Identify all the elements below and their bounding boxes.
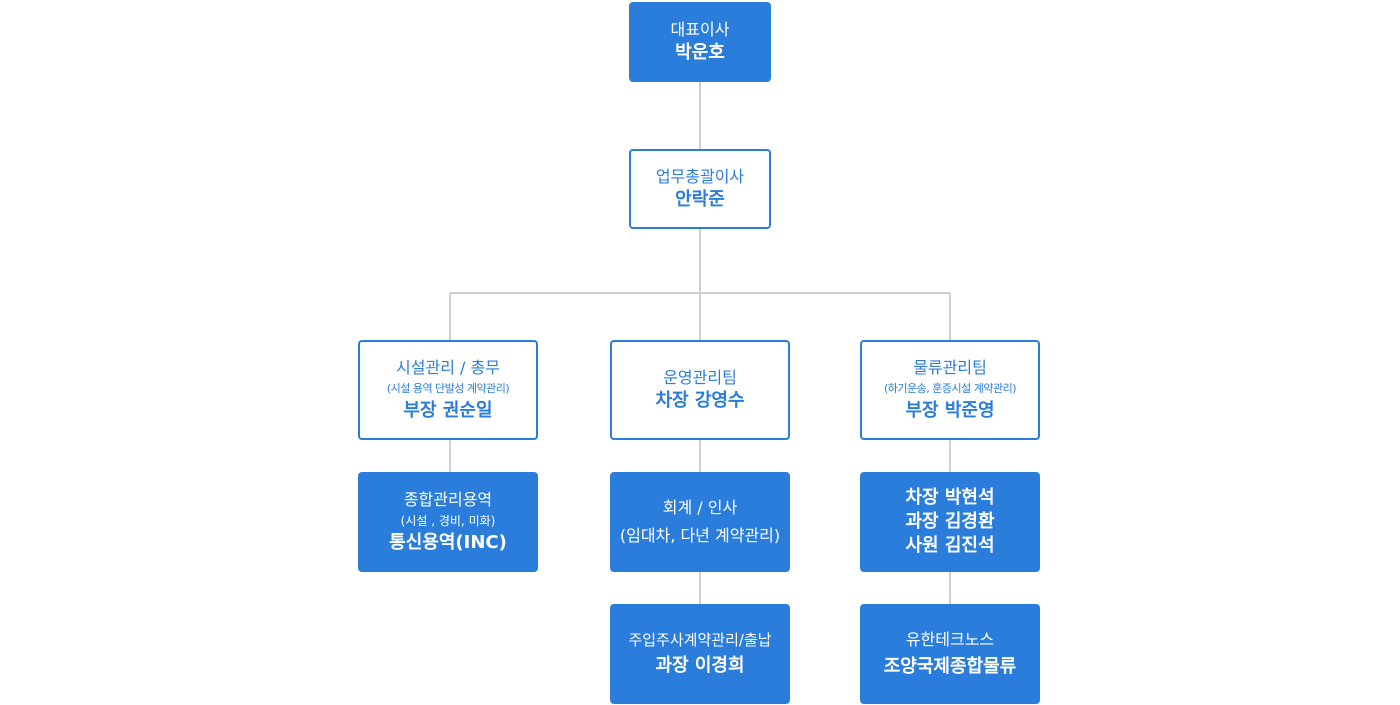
ceo-title: 대표이사	[670, 20, 730, 40]
partners-line2: 조양국제종합물류	[883, 655, 1017, 677]
facility-service-sub: (시설 , 경비, 미화)	[400, 513, 496, 528]
operation-team-node: 운영관리팀 차장 강영수	[610, 340, 790, 440]
partners-node: 유한테크노스 조양국제종합물류	[860, 604, 1040, 704]
parking-contract-line2: 과장 이경희	[655, 654, 745, 676]
facility-team-name: 부장 권순일	[403, 399, 493, 421]
general-director-name: 안락준	[675, 188, 725, 210]
facility-service-node: 종합관리용역 (시설 , 경비, 미화) 통신용역(INC)	[358, 472, 538, 572]
logistics-staff-line3: 사원 김진석	[905, 535, 995, 557]
logistics-team-node: 물류관리팀 (하기운송, 훈증시설 계약관리) 부장 박준영	[860, 340, 1040, 440]
facility-team-node: 시설관리 / 총무 (시설 용역 단발성 계약관리) 부장 권순일	[358, 340, 538, 440]
logistics-team-sub: (하기운송, 훈증시설 계약관리)	[883, 381, 1017, 395]
ceo-name: 박운호	[675, 41, 725, 63]
operation-team-title: 운영관리팀	[663, 368, 737, 388]
facility-team-title: 시설관리 / 총무	[396, 358, 500, 378]
logistics-team-name: 부장 박준영	[905, 399, 995, 421]
parking-contract-node: 주입주사계약관리/출납 과장 이경희	[610, 604, 790, 704]
accounting-node: 회계 / 인사 (임대차, 다년 계약관리)	[610, 472, 790, 572]
partners-line1: 유한테크노스	[905, 630, 995, 650]
accounting-line1: 회계 / 인사	[662, 498, 738, 518]
facility-team-sub: (시설 용역 단발성 계약관리)	[386, 381, 510, 395]
facility-service-line2: 통신용역(INC)	[389, 531, 507, 553]
operation-team-name: 차장 강영수	[655, 389, 745, 411]
general-director-title: 업무총괄이사	[655, 167, 745, 187]
logistics-staff-line2: 과장 김경환	[905, 510, 995, 532]
accounting-line2: (임대차, 다년 계약관리)	[619, 526, 781, 545]
facility-service-line1: 종합관리용역	[403, 489, 493, 509]
parking-contract-line1: 주입주사계약관리/출납	[628, 630, 772, 649]
logistics-team-title: 물류관리팀	[913, 358, 987, 378]
logistics-staff-node: 차장 박현석 과장 김경환 사원 김진석	[860, 472, 1040, 572]
ceo-node: 대표이사 박운호	[629, 2, 771, 82]
logistics-staff-line1: 차장 박현석	[905, 486, 995, 508]
general-director-node: 업무총괄이사 안락준	[629, 149, 771, 229]
